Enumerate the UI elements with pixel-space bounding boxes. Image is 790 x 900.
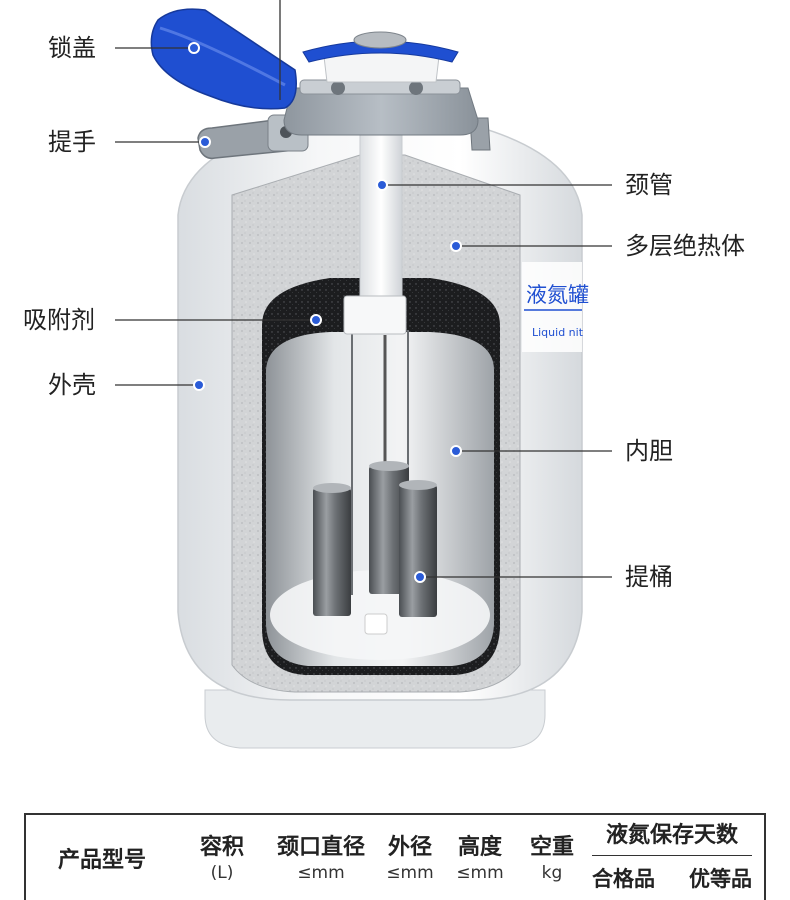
col-capacity-unit: (L): [210, 863, 234, 883]
col-neck-diameter: 颈口直径 ≤mm: [266, 837, 376, 882]
label-canister: 提桶: [625, 563, 673, 591]
col-capacity: 容积 (L): [194, 837, 250, 882]
col-retention-days-label: 液氮保存天数: [605, 823, 738, 848]
callout-dot-lock-cover: [188, 42, 200, 54]
callout-dot-inner-tank: [450, 445, 462, 457]
col-outer-diameter: 外径 ≤mm: [382, 837, 438, 882]
col-empty-weight-label: 空重: [529, 835, 574, 860]
label-adsorbent: 吸附剂: [23, 306, 95, 334]
sticker-en-text: Liquid nit: [532, 326, 584, 339]
sticker-cn-text: 液氮罐: [526, 283, 589, 307]
col-height-unit: ≤mm: [456, 863, 504, 883]
grey-cap: [283, 87, 479, 136]
callout-dot-insulation: [450, 240, 462, 252]
col-capacity-label: 容积: [199, 835, 244, 860]
col-empty-weight-unit: kg: [541, 863, 563, 883]
col-outer-diameter-unit: ≤mm: [386, 863, 434, 883]
col-retention-days: 液氮保存天数 合格品 优等品: [592, 825, 752, 893]
label-insulation: 多层绝热体: [625, 232, 745, 260]
callout-dot-adsorbent: [310, 314, 322, 326]
col-model-label: 产品型号: [58, 848, 147, 873]
label-lock-cover: 锁盖: [48, 34, 96, 62]
label-neck-tube: 颈管: [625, 171, 673, 199]
neck-tube: [359, 119, 403, 311]
col-empty-weight: 空重 kg: [524, 837, 580, 882]
canister-rod-left: [313, 488, 351, 616]
callout-dot-neck-tube: [376, 179, 388, 191]
col-retention-qualified: 合格品: [592, 867, 655, 891]
label-handle: 提手: [48, 128, 96, 156]
col-model: 产品型号: [58, 850, 146, 872]
label-outer-shell: 外壳: [48, 371, 96, 399]
lock-cover: [150, 8, 297, 110]
canister-rod-right: [399, 485, 437, 617]
tank-base: [204, 689, 546, 749]
callout-dot-handle: [199, 136, 211, 148]
col-retention-superior: 优等品: [689, 867, 752, 891]
neck-collar: [343, 295, 407, 335]
callout-dot-outer-shell: [193, 379, 205, 391]
col-height: 高度 ≤mm: [452, 837, 508, 882]
col-height-label: 高度: [457, 835, 502, 860]
col-outer-diameter-label: 外径: [387, 835, 432, 860]
callout-dot-canister: [414, 571, 426, 583]
tank-sticker: [522, 262, 582, 352]
spec-table-header: 产品型号 容积 (L) 颈口直径 ≤mm 外径 ≤mm 高度 ≤mm 空重 kg…: [24, 813, 766, 900]
label-inner-tank: 内胆: [625, 437, 673, 465]
col-neck-diameter-label: 颈口直径: [276, 835, 365, 860]
col-neck-diameter-unit: ≤mm: [297, 863, 345, 883]
